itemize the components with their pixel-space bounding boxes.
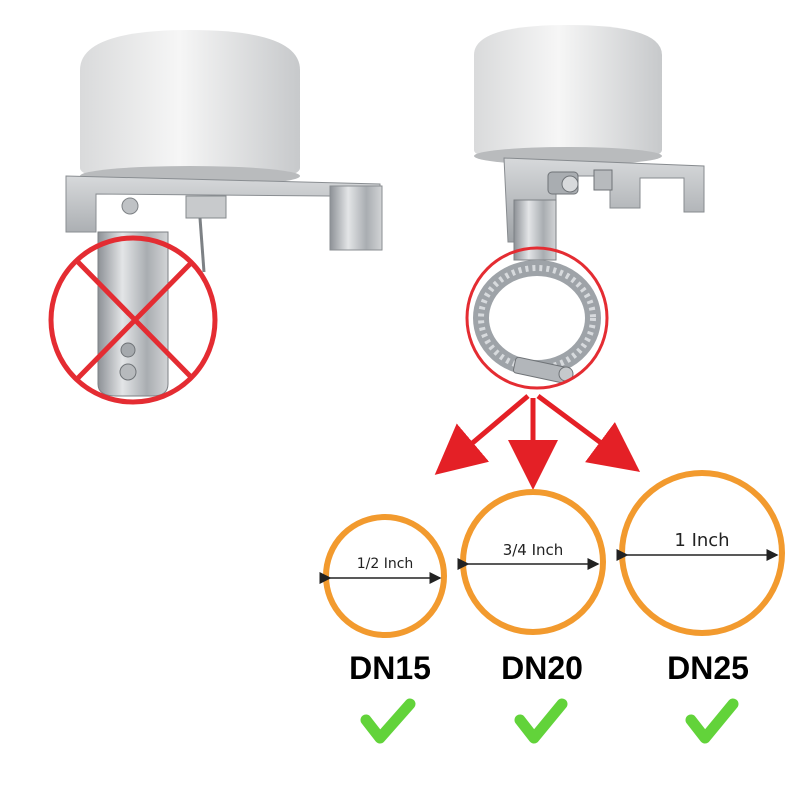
left-u-strap xyxy=(97,231,169,397)
red-cross-circle-icon xyxy=(48,235,218,405)
dn25-label: DN25 xyxy=(667,650,749,686)
green-check-icon xyxy=(514,698,568,744)
clamp-highlight-circle xyxy=(465,246,609,390)
size-label-dn20: 3/4 Inch xyxy=(502,541,564,559)
green-check-icon xyxy=(360,698,416,744)
direction-arrows xyxy=(434,393,641,490)
right-valve-manipulator xyxy=(474,25,705,261)
size-circle-dn15 xyxy=(319,514,447,638)
left-shaft-clip xyxy=(329,185,383,251)
dn20-label: DN20 xyxy=(501,650,583,686)
right-actuator-dome xyxy=(474,25,662,164)
left-valve-manipulator xyxy=(65,30,383,397)
green-check-icon xyxy=(685,698,739,744)
left-actuator-dome xyxy=(80,30,300,184)
size-label-dn15: 1/2 Inch xyxy=(356,556,414,572)
hose-clamp xyxy=(473,260,601,384)
size-circle-dn25 xyxy=(616,470,785,636)
size-label-dn25: 1 Inch xyxy=(674,530,730,551)
size-circle-dn20 xyxy=(457,489,606,635)
dn15-label: DN15 xyxy=(349,650,431,686)
